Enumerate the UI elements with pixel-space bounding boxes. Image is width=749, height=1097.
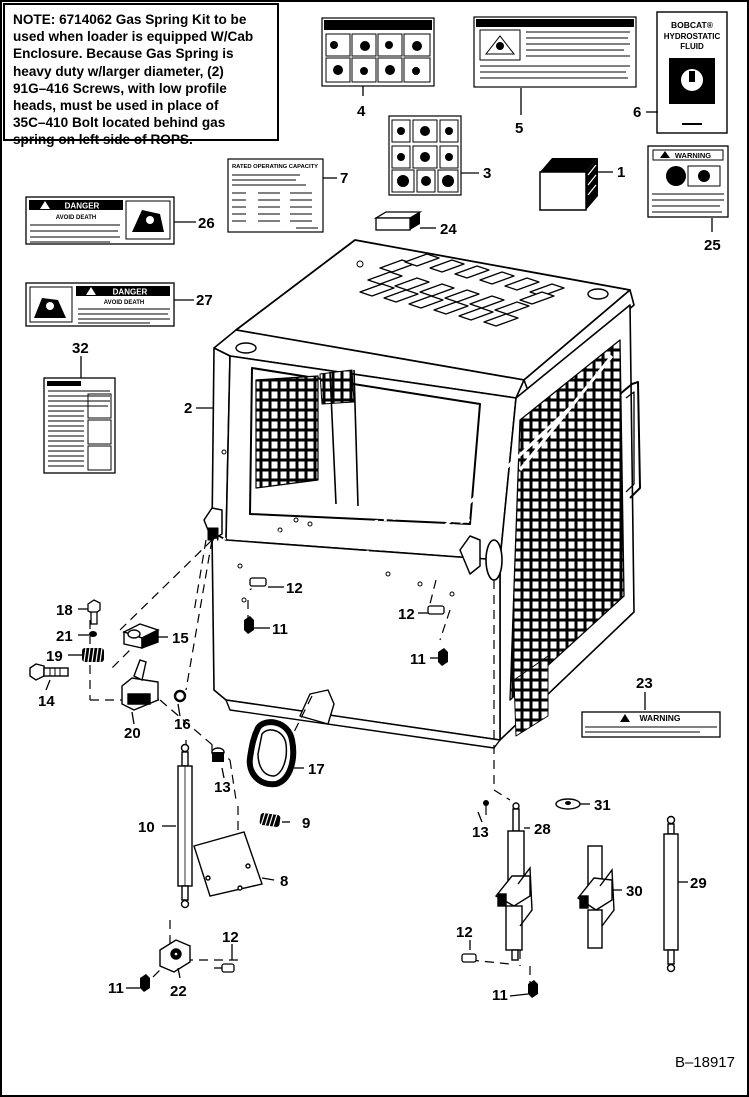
callout-30: 30 [626,883,643,900]
part-11-nut-cab-left [244,616,254,634]
callout-11-cab-left: 11 [272,621,288,638]
part-28-gas-spring-bracket [494,802,533,961]
part-22-bracket [159,939,191,973]
part-11-nut-lower-right [528,980,538,998]
decal-6-hydrostatic-fluid: BOBCAT® HYDROSTATIC FLUID [656,11,728,134]
callout-11-lower-left: 11 [108,980,124,997]
callout-labels: 1 2 3 4 5 6 7 8 9 10 11 11 11 11 12 12 1… [38,103,721,1004]
callout-15: 15 [172,630,189,647]
leader-lines [45,86,713,997]
rated-title: RATED OPERATING CAPACITY [232,164,318,170]
callout-5: 5 [515,120,523,137]
danger-word-26: DANGER [65,202,100,211]
callout-26: 26 [198,215,215,232]
callout-10: 10 [138,819,155,836]
decal-25: WARNING [647,145,729,218]
decal-7-rated-capacity: RATED OPERATING CAPACITY [227,158,324,233]
callout-12-cab-right: 12 [398,606,415,623]
hydro-line2: FLUID [680,42,704,51]
callout-32: 32 [72,340,89,357]
part-13-spacer-right [483,800,489,806]
part-11-nut-cab-right [438,648,448,666]
callout-29: 29 [690,875,707,892]
callout-13-right: 13 [472,824,489,841]
part-17-seal [246,719,297,788]
callout-7: 7 [340,170,348,187]
part-1-fluid-container [539,158,598,211]
decal-23-warning: WARNING [581,711,721,738]
part-2-cab-rops [203,239,641,749]
avoid-death-27: AVOID DEATH [104,300,144,306]
decal-27-danger: DANGER AVOID DEATH [25,282,175,327]
callout-31: 31 [594,797,611,814]
part-18-bolt [87,599,101,625]
callout-19: 19 [46,648,63,665]
warning-word-25: WARNING [675,151,711,160]
warning-word-23: WARNING [639,713,680,723]
part-13-spacer [211,747,225,762]
note-text: NOTE: 6714062 Gas Spring Kit to be used … [13,12,254,148]
callout-4: 4 [357,103,366,120]
callout-12-lower-right: 12 [456,924,473,941]
part-31-washer [555,798,581,810]
callout-2: 2 [184,400,192,417]
callout-3: 3 [483,165,491,182]
decal-32 [43,377,116,474]
part-14-bolt [29,663,69,681]
callout-25: 25 [704,237,721,254]
part-12-bolt-cab-right [427,605,445,615]
part-12-bolt-cab-left [249,577,267,587]
callout-11-lower-right: 11 [492,987,508,1004]
part-11-nut-lower-left [140,974,150,992]
part-8-plate [193,831,263,897]
callout-16: 16 [174,716,191,733]
callout-24: 24 [440,221,457,238]
part-19-spring [82,647,104,663]
callout-13-left: 13 [214,779,231,796]
part-16-nut [173,689,187,703]
part-29-gas-spring [663,815,679,973]
hydro-brand: BOBCAT® [671,20,714,30]
part-15-bushing [122,623,160,650]
callout-1: 1 [617,164,625,181]
decal-5 [473,16,637,88]
callout-21: 21 [56,628,73,645]
decal-3 [388,115,462,196]
part-21-washer [89,631,97,637]
callout-12-cab-left: 12 [286,580,303,597]
figure-id: B–18917 [674,1054,735,1071]
callout-22: 22 [170,983,187,1000]
part-9-spring [259,813,281,827]
note-box: NOTE: 6714062 Gas Spring Kit to be used … [3,3,279,147]
hydro-line1: HYDROSTATIC [664,32,721,41]
part-12-bolt-lower-right [461,953,477,963]
decal-4 [321,17,435,87]
part-20-bracket [121,659,159,711]
part-10-gas-spring [177,743,193,909]
callout-9: 9 [302,815,310,832]
danger-word-27: DANGER [113,288,148,297]
callout-12-lower-left: 12 [222,929,239,946]
callout-28: 28 [534,821,551,838]
callout-18: 18 [56,602,73,619]
callout-11-cab-right: 11 [410,651,426,668]
callout-8: 8 [280,873,288,890]
callout-27: 27 [196,292,213,309]
callout-20: 20 [124,725,141,742]
avoid-death-26: AVOID DEATH [56,215,96,221]
part-12-bolt-lower-left [214,963,235,973]
callout-17: 17 [308,761,325,778]
part-24-pad [373,211,423,231]
decal-26-danger: DANGER AVOID DEATH [25,196,175,245]
callout-14: 14 [38,693,55,710]
callout-23: 23 [636,675,653,692]
callout-6: 6 [633,104,641,121]
part-30-bracket [576,845,615,949]
